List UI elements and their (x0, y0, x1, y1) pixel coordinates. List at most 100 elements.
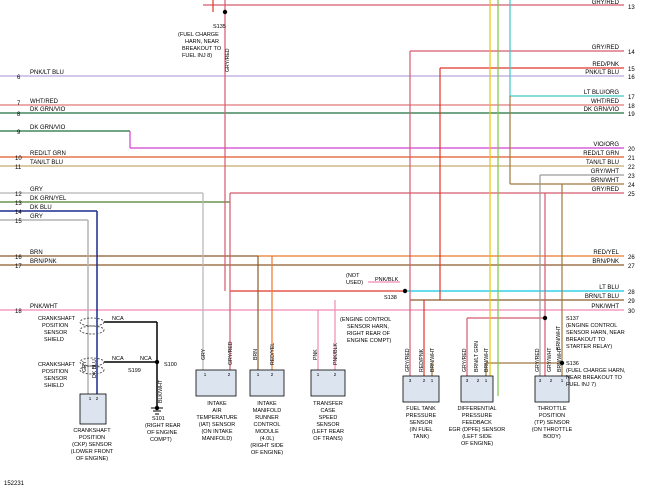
crankshaft-shield-2 (79, 357, 105, 375)
left-pin-number: 7 (17, 101, 21, 107)
right-pin-label: RED/LT GRN (583, 151, 619, 157)
transfer-case-sensor-box (310, 369, 346, 397)
s137-desc-4: STARTER RELAY) (566, 344, 612, 350)
svg-text:OF TRANS): OF TRANS) (313, 436, 343, 442)
left-pin-label: RED/LT GRN (30, 151, 66, 157)
vertical-wire-labels: GRY/RED GRY DK BLU BLK/WHT GRY GRY/RED B… (82, 48, 563, 403)
imrc-module-label: INTAKE MANIFOLD RUNNER CONTROL MODULE (4… (250, 401, 284, 456)
svg-text:2: 2 (423, 378, 426, 383)
ckp-sensor-box (79, 393, 107, 425)
s136-desc-2: NEAR BREAKOUT TO (566, 375, 623, 381)
right-pin-label: DK GRN/VIO (584, 107, 620, 113)
left-pin-number: 14 (15, 210, 22, 216)
splice-dot-s135 (222, 9, 228, 15)
svg-text:1: 1 (257, 372, 260, 377)
svg-text:DIFFERENTIAL: DIFFERENTIAL (457, 406, 496, 412)
left-pin-number: 17 (15, 264, 22, 270)
vlabel-iat-gry: GRY (201, 348, 207, 360)
left-pin-label: BRN/PNK (30, 259, 57, 265)
s138-desc-2: SENSOR HARN, (347, 324, 389, 330)
left-pin-number: 8 (17, 112, 21, 118)
vlabel-ckp-gry: GRY (82, 360, 88, 372)
tp-sensor-label: THROTTLE POSITION (TP) SENSOR (ON THROTT… (532, 406, 573, 440)
right-pin-label: RED/PNK (592, 62, 619, 68)
dpfe-sensor-label: DIFFERENTIAL PRESSURE FEEDBACK EGR (DPFE… (449, 406, 506, 447)
svg-text:OF ENGINE): OF ENGINE) (76, 456, 108, 462)
s137-desc-3: BREAKOUT TO (566, 337, 606, 343)
vlabel-dp-brnwht: BRN/WHT (484, 347, 490, 372)
left-pin-number: 6 (17, 75, 21, 81)
svg-text:MODULE: MODULE (255, 429, 279, 435)
s137-name: S137 (566, 316, 579, 322)
svg-text:SENSOR: SENSOR (409, 420, 432, 426)
right-pin-number: 18 (628, 104, 635, 110)
left-pin-number: 13 (15, 201, 22, 207)
right-pin-number: 13 (628, 5, 635, 11)
left-pin-labels: 6 PNK/LT BLU 7 WHT/RED 8 DK GRN/VIO 9 DK… (15, 70, 67, 315)
svg-text:BODY): BODY) (543, 434, 561, 440)
vlabel-top-gry-red: GRY/RED (225, 48, 231, 72)
right-pin-number: 22 (628, 165, 635, 171)
diagram-id: 152231 (4, 481, 25, 487)
splice-labels: S135 (FUEL CHARGE HARN, NEAR BREAKOUT TO… (128, 24, 626, 443)
shield-2-line-4: SHIELD (44, 383, 64, 389)
right-pin-label: LT BLU/ORG (584, 90, 619, 96)
shield-2-line-1: CRANKSHAFT (38, 362, 76, 368)
vlabel-dp-brnltgrn: BRN/LT GRN (474, 341, 480, 372)
left-pin-label: WHT/RED (30, 99, 59, 105)
left-pin-number: 15 (15, 219, 22, 225)
left-pin-number: 12 (15, 192, 22, 198)
shield-1-line-3: SENSOR (44, 330, 67, 336)
right-pin-number: 28 (628, 290, 635, 296)
right-pin-label: BRN/PNK (592, 259, 619, 265)
s199-name: S199 (128, 368, 141, 374)
svg-text:OF ENGINE): OF ENGINE) (461, 441, 493, 447)
svg-text:INTAKE: INTAKE (207, 401, 227, 407)
vlabel-ground-blk: BLK/WHT (158, 379, 164, 403)
svg-text:1: 1 (431, 378, 434, 383)
shield-2-nca-1: NCA (112, 356, 124, 362)
right-pin-label: PNK/LT BLU (585, 70, 619, 76)
fuel-tank-sensor-label: FUEL TANK PRESSURE SENSOR (IN FUEL TANK) (406, 406, 437, 440)
shield-labels: CRANKSHAFT POSITION SENSOR SHIELD NCA CR… (38, 316, 152, 389)
s137-desc-1: (ENGINE CONTROL (566, 323, 617, 329)
svg-text:INTAKE: INTAKE (257, 401, 277, 407)
svg-text:POSITION: POSITION (79, 435, 105, 441)
ground-symbol (151, 407, 163, 415)
right-pin-label: VIO/ORG (593, 142, 619, 148)
right-pin-number: 24 (628, 183, 635, 189)
vlabel-tp-gryred: GRY/RED (535, 348, 541, 372)
s138-desc-4: ENGINE COMPT) (347, 338, 391, 344)
left-pin-label: TAN/LT BLU (30, 160, 63, 166)
left-pin-label: PNK/LT BLU (30, 70, 64, 76)
left-pin-label: BRN (30, 250, 43, 256)
s138-desc-3: RIGHT REAR OF (347, 331, 391, 337)
right-pin-number: 16 (628, 75, 635, 81)
fuel-tank-sensor-box (402, 375, 440, 403)
shield-1-nca: NCA (112, 316, 124, 322)
right-pin-number: 23 (628, 174, 635, 180)
iat-sensor-label: INTAKE AIR TEMPERATURE (IAT) SENSOR (ON … (196, 401, 237, 442)
svg-text:2: 2 (271, 372, 274, 377)
vlabel-imrc-brn: BRN (253, 349, 259, 360)
s136-name: S136 (566, 361, 579, 367)
svg-text:FEEDBACK: FEEDBACK (462, 420, 492, 426)
right-pin-number: 25 (628, 192, 635, 198)
right-pin-label: GRY/RED (592, 45, 620, 51)
right-pin-label: LT BLU (599, 285, 619, 291)
right-pin-label: PNK/WHT (591, 304, 619, 310)
s136-desc-1: (FUEL CHARGE HARN, (566, 368, 626, 374)
s101-desc-3: COMPT) (150, 437, 172, 443)
s100-name: S100 (164, 362, 177, 368)
vlabel-dp-gryred: GRY/RED (462, 348, 468, 372)
right-pin-number: 20 (628, 147, 635, 153)
s101-name: S101 (152, 416, 165, 422)
left-pin-label: DK GRN/VIO (30, 125, 66, 131)
s137-desc-2: SENSOR HARN, NEAR (566, 330, 625, 336)
svg-text:AIR: AIR (212, 408, 221, 414)
splice-dot-s100 (154, 359, 160, 365)
left-pin-number: 9 (17, 130, 21, 136)
svg-text:SPEED: SPEED (319, 415, 338, 421)
